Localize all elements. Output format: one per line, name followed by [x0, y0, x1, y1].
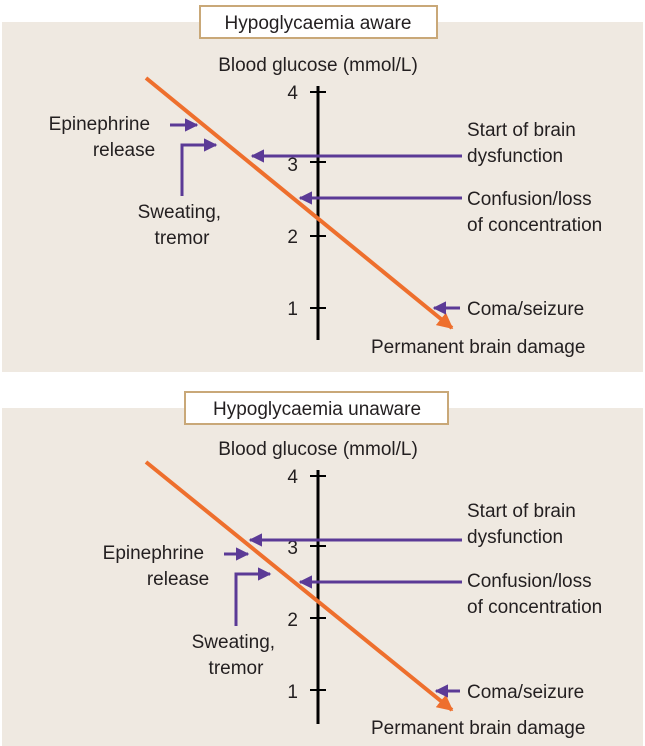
- brain-dysfunction-label: Start of brain dysfunction: [467, 501, 581, 548]
- epinephrine-label: Epinephrine release: [103, 543, 210, 590]
- axis-title: Blood glucose (mmol/L): [218, 55, 418, 76]
- brain-dysfunction-label: Start of brain dysfunction: [467, 120, 581, 167]
- panel-title: Hypoglycaemia aware: [225, 13, 412, 34]
- panel-title-box: [199, 5, 438, 39]
- sweating-label: Sweating, tremor: [138, 202, 227, 249]
- panel-title: Hypoglycaemia unaware: [213, 399, 421, 420]
- permanent-damage-label: Permanent brain damage: [371, 337, 585, 358]
- tick-label-2: 2: [287, 227, 298, 248]
- coma-label: Coma/seizure: [467, 299, 584, 320]
- epinephrine-label: Epinephrine release: [49, 114, 156, 161]
- confusion-label: Confusion/loss of concentration: [467, 571, 602, 618]
- tick-label-2: 2: [287, 610, 298, 631]
- tick-label-1: 1: [287, 682, 298, 703]
- permanent-damage-label: Permanent brain damage: [371, 718, 585, 739]
- sweating-label: Sweating, tremor: [192, 632, 281, 679]
- sweating-arrow: [180, 138, 218, 196]
- sweating-arrow: [234, 567, 272, 626]
- panel-hypoglycaemia-unaware: Hypoglycaemia unaware Blood glucose (mmo…: [2, 391, 643, 746]
- tick-label-4: 4: [287, 467, 298, 488]
- panel-hypoglycaemia-aware: Hypoglycaemia aware Blood glucose (mmol/…: [2, 5, 643, 372]
- coma-label: Coma/seizure: [467, 682, 584, 703]
- tick-label-3: 3: [287, 538, 298, 559]
- tick-label-1: 1: [287, 299, 298, 320]
- confusion-label: Confusion/loss of concentration: [467, 189, 602, 236]
- panel-title-box: [184, 391, 449, 425]
- tick-label-4: 4: [287, 83, 298, 104]
- axis-title: Blood glucose (mmol/L): [218, 439, 418, 460]
- tick-label-3: 3: [287, 155, 298, 176]
